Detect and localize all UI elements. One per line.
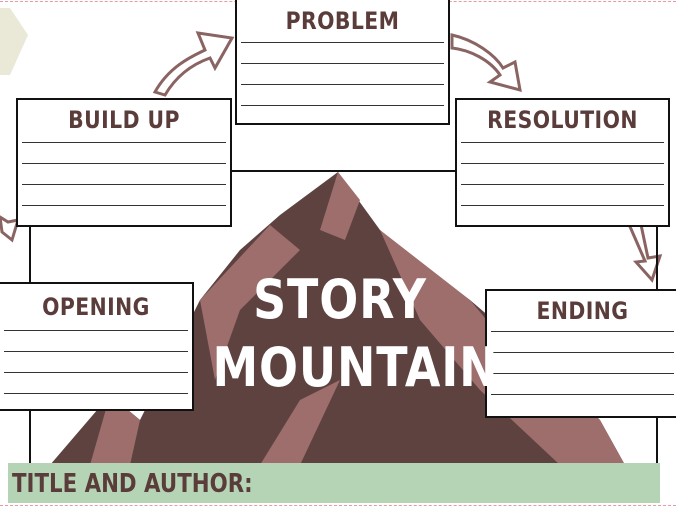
problem-box: PROBLEM [235,0,450,125]
writing-line[interactable] [22,184,226,205]
build-up-box: BUILD UP [16,98,232,227]
heading-line1: STORY [253,268,427,331]
opening-label: OPENING [42,293,150,321]
writing-line[interactable] [461,163,664,184]
writing-line[interactable] [241,84,444,105]
writing-line[interactable] [491,352,674,373]
title-author-label: TITLE AND AUTHOR: [12,469,253,499]
writing-line[interactable] [22,142,226,163]
writing-line[interactable] [491,331,674,352]
writing-line[interactable] [4,372,188,393]
writing-line[interactable] [241,63,444,84]
opening-box: OPENING [0,282,194,411]
writing-line[interactable] [22,205,226,226]
resolution-label: RESOLUTION [487,106,638,134]
writing-line[interactable] [241,105,444,126]
writing-line[interactable] [461,142,664,163]
problem-label: PROBLEM [285,7,400,35]
watermark-badge [0,8,28,75]
writing-line[interactable] [491,394,674,415]
writing-line[interactable] [461,184,664,205]
ending-label: ENDING [536,297,629,325]
mountain-light-2 [200,225,300,380]
writing-line[interactable] [4,330,188,351]
heading-line2: MOUNTAIN [212,336,499,399]
writing-line[interactable] [4,351,188,372]
bottom-border [0,505,676,506]
mountain-light-4 [90,395,140,465]
connector-line [231,170,455,172]
build-up-label: BUILD UP [68,106,180,134]
writing-line[interactable] [491,373,674,394]
mountain-light-5 [260,380,340,465]
writing-line[interactable] [22,163,226,184]
writing-line[interactable] [461,205,664,226]
writing-line[interactable] [4,393,188,414]
resolution-box: RESOLUTION [455,98,670,227]
ending-box: ENDING [485,289,676,418]
mountain-light-1 [320,172,360,240]
title-author-field[interactable]: TITLE AND AUTHOR: [8,463,660,503]
writing-line[interactable] [241,42,444,63]
